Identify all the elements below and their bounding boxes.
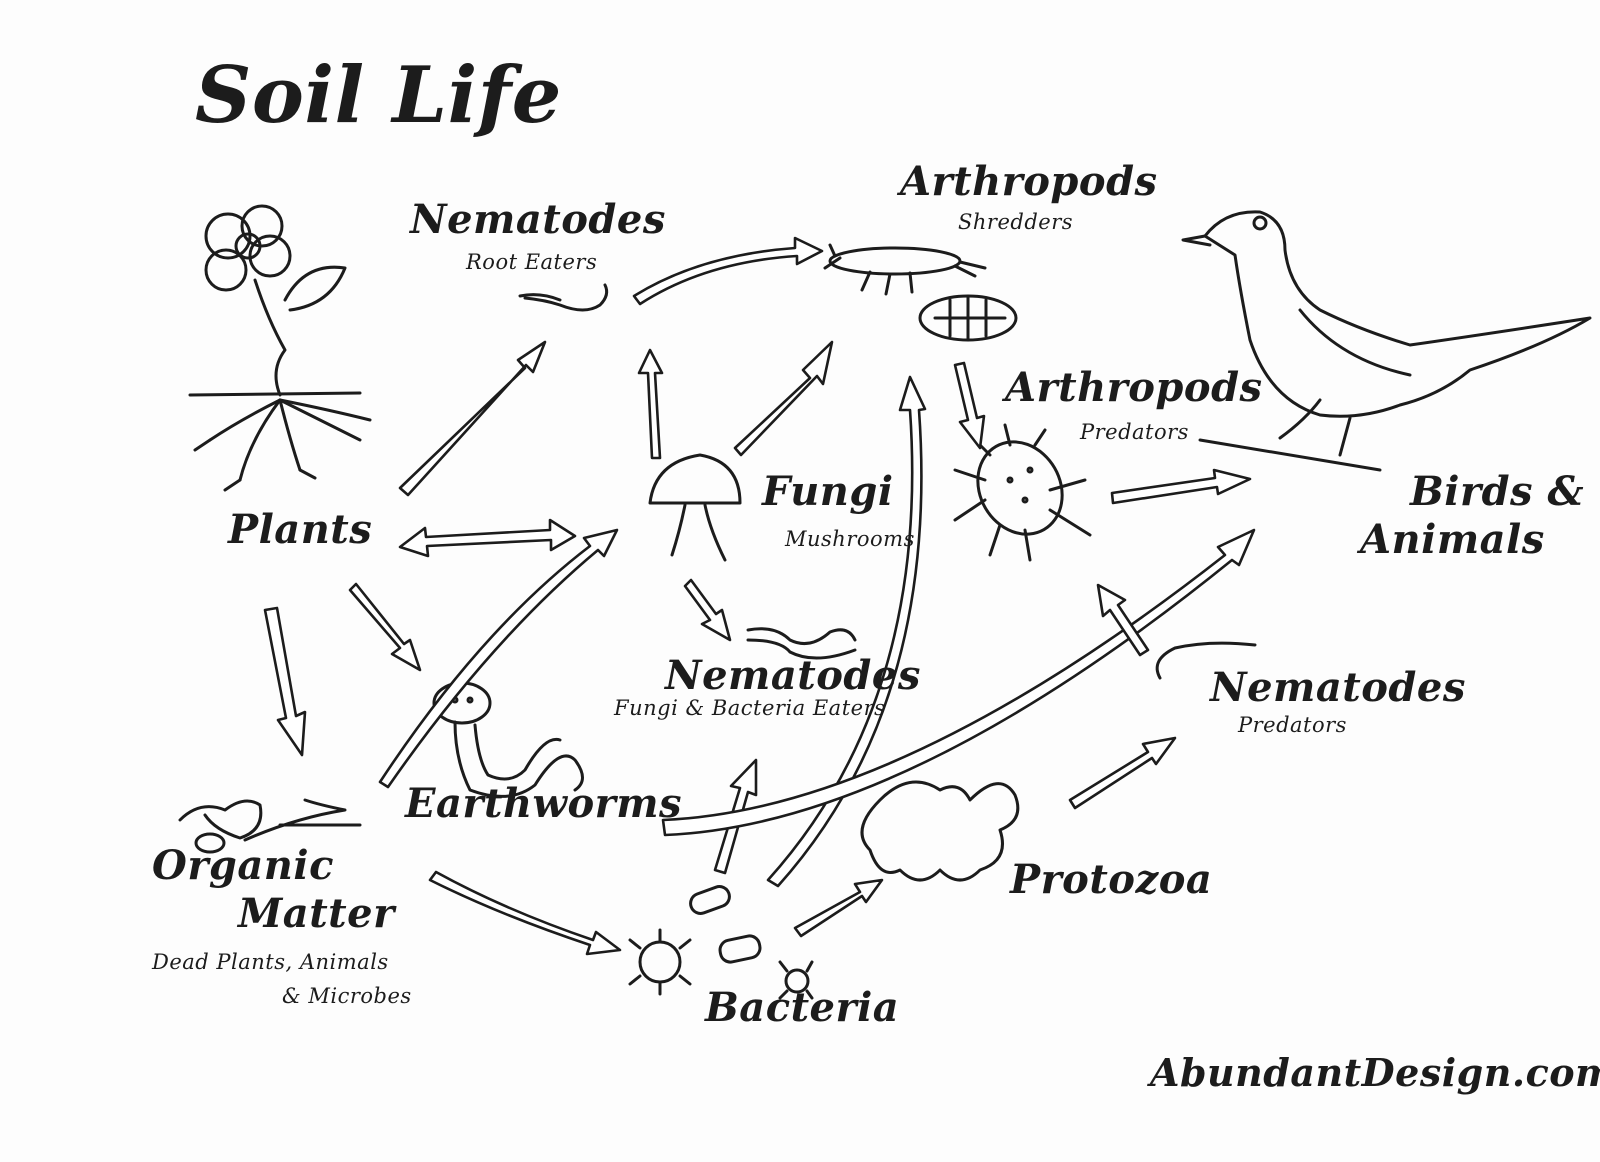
fungi-label: Fungi: [762, 468, 894, 515]
arthropods-predators-sub: Predators: [1080, 420, 1189, 444]
organic-label-line1: Organic: [152, 842, 334, 889]
birds-label-line1: Birds &: [1410, 468, 1585, 515]
nematode-root-icon: [523, 283, 609, 312]
arthropods-shredders-label: Arthropods: [900, 158, 1158, 205]
bird-illustration: [1181, 210, 1592, 472]
nematodes-fb-sub: Fungi & Bacteria Eaters: [614, 696, 886, 720]
protozoa-label: Protozoa: [1010, 856, 1213, 903]
arthropod-shredder-illustration: [823, 243, 1018, 342]
page-title: Soil Life: [195, 50, 562, 141]
footer-credit: AbundantDesign.com: [1150, 1050, 1600, 1095]
arthropods-predators-label: Arthropods: [1005, 364, 1263, 411]
nematodes-fb-label: Nematodes: [665, 652, 921, 699]
nematodes-predator-sub: Predators: [1238, 713, 1347, 737]
nematode-fb-icon: [746, 627, 857, 646]
earthworms-label: Earthworms: [405, 780, 683, 827]
organic-matter-illustration: [178, 798, 362, 854]
nematodes-root-sub: Root Eaters: [466, 250, 598, 274]
nematodes-root-label: Nematodes: [410, 196, 666, 243]
birds-label-line2: Animals: [1360, 516, 1545, 563]
arrows: [263, 236, 1256, 956]
organic-sub-line1: Dead Plants, Animals: [152, 950, 389, 974]
arthropods-shredders-sub: Shredders: [958, 210, 1074, 234]
organic-sub-line2: & Microbes: [282, 984, 412, 1008]
fungi-sub: Mushrooms: [785, 527, 915, 551]
protozoa-illustration: [860, 780, 1020, 882]
bacteria-label: Bacteria: [705, 984, 900, 1031]
nematodes-predator-label: Nematodes: [1210, 664, 1466, 711]
plant-illustration: [188, 204, 372, 492]
plants-label: Plants: [228, 506, 373, 553]
nematode-predator-icon: [1155, 641, 1257, 680]
organic-label-line2: Matter: [238, 890, 395, 937]
mushroom-illustration: [648, 453, 742, 562]
bacteria-illustration: [628, 885, 814, 1000]
arthropod-predator-illustration: [953, 423, 1092, 562]
